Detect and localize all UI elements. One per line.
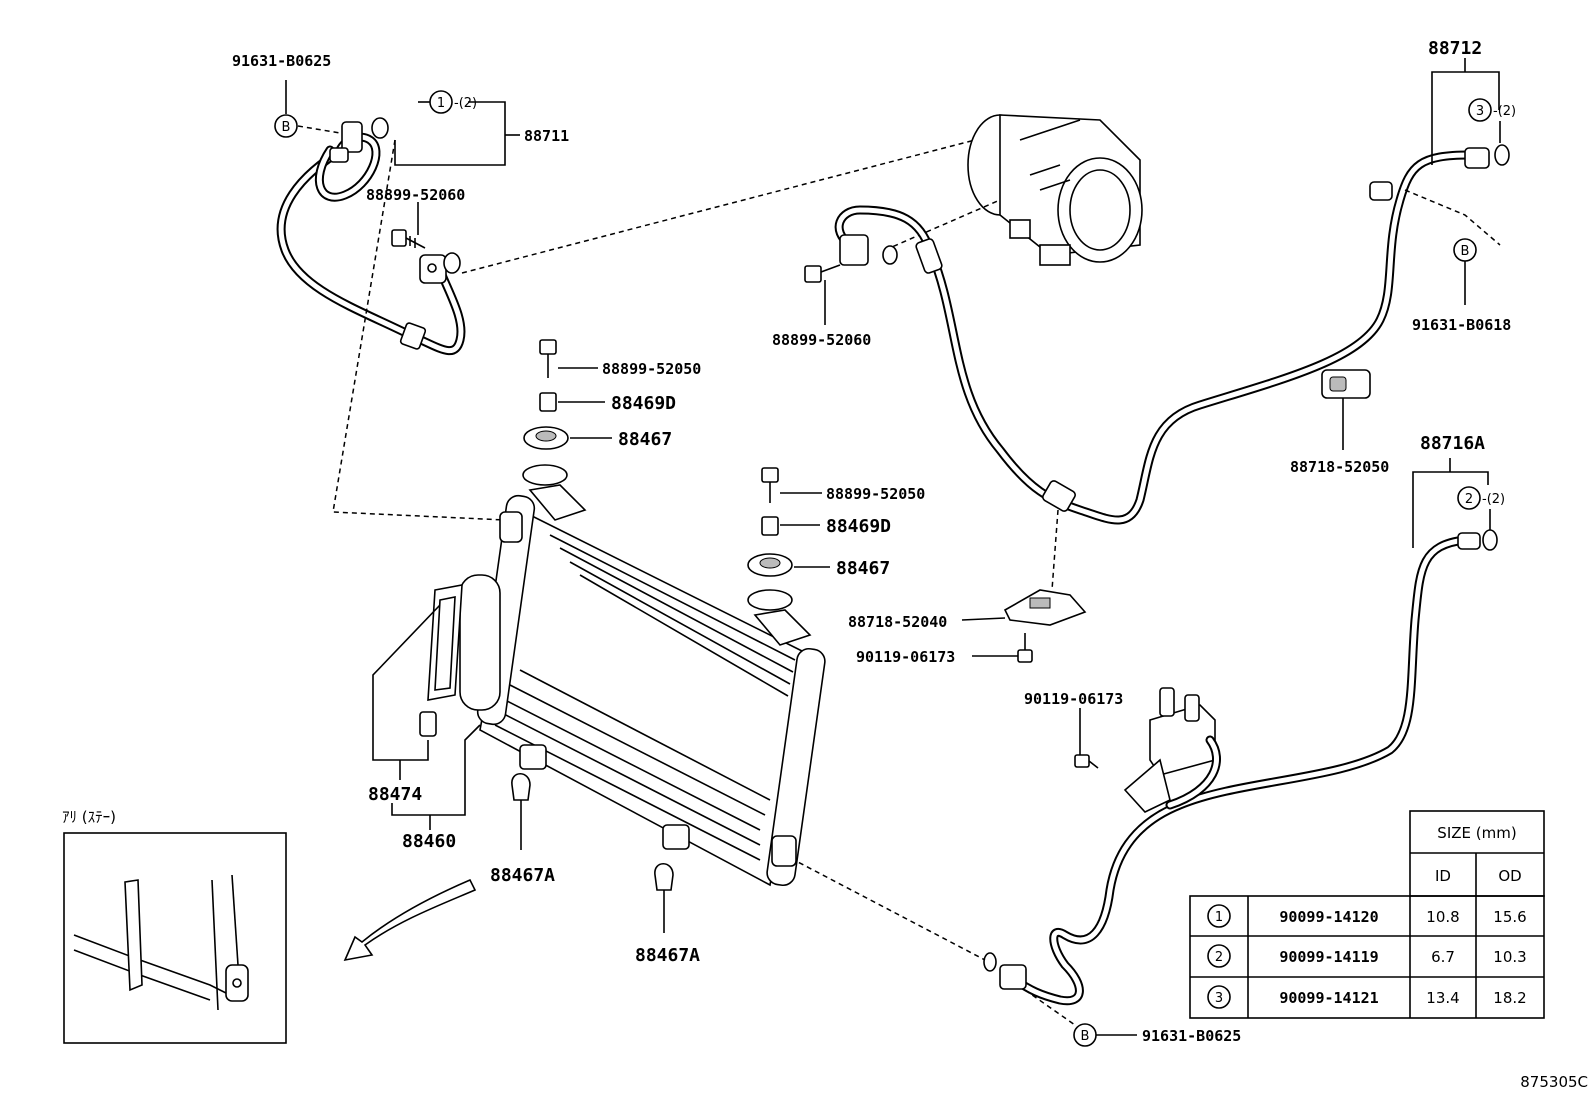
size-table-col-od: OD bbox=[1498, 867, 1521, 885]
ref-3-qty: -(2) bbox=[1493, 104, 1516, 119]
marker-2: 2 bbox=[1457, 486, 1481, 510]
size-table-title: SIZE (mm) bbox=[1437, 824, 1516, 842]
label-88718-52050: 88718-52050 bbox=[1290, 458, 1389, 476]
bolt-88899-52060-left bbox=[391, 229, 426, 249]
svg-text:B: B bbox=[282, 120, 291, 135]
svg-text:1: 1 bbox=[437, 96, 445, 111]
inset-caption: ｱﾘ (ｽﾃｰ) bbox=[62, 808, 116, 826]
cushion-88467a-b bbox=[654, 862, 674, 891]
size-table-mark: 2 bbox=[1215, 950, 1223, 965]
bolt-90119-06173-b bbox=[1074, 754, 1099, 769]
label-88467-a: 88467 bbox=[618, 429, 672, 450]
label-90119-06173-a: 90119-06173 bbox=[856, 648, 955, 666]
inset-frame bbox=[63, 832, 287, 1044]
gasket-seal bbox=[427, 584, 463, 701]
size-table-od: 18.2 bbox=[1493, 989, 1526, 1007]
size-table-id: 6.7 bbox=[1431, 948, 1455, 966]
size-table-part: 90099-14121 bbox=[1279, 989, 1378, 1007]
label-88469d-b: 88469D bbox=[826, 516, 891, 537]
label-88712: 88712 bbox=[1428, 38, 1482, 59]
label-88467a-b: 88467A bbox=[635, 945, 700, 966]
label-88711: 88711 bbox=[524, 127, 569, 145]
bolt-88899-52050-a bbox=[539, 339, 557, 378]
size-table-col-id: ID bbox=[1435, 867, 1451, 885]
clip-88474 bbox=[419, 711, 437, 737]
clamp-88718-52040 bbox=[1003, 589, 1087, 626]
svg-text:3: 3 bbox=[1476, 104, 1484, 119]
collar-88469d-a bbox=[539, 392, 557, 412]
label-91631-b0625-top: 91631-B0625 bbox=[232, 52, 331, 70]
drawing-code: 875305C bbox=[1520, 1073, 1588, 1091]
size-table: SIZE (mm) ID OD 1 90099-14120 10.8 15.6 … bbox=[1189, 810, 1545, 1019]
ref-2-qty: -(2) bbox=[1482, 492, 1505, 507]
collar-88469d-b bbox=[761, 516, 779, 536]
marker-3: 3 bbox=[1468, 98, 1492, 122]
clamp-88718-52050 bbox=[1321, 369, 1371, 399]
inset-detail bbox=[73, 874, 249, 1011]
cushion-88467a-a bbox=[511, 772, 531, 801]
ref-1-qty: -(2) bbox=[454, 96, 477, 111]
condenser-88460 bbox=[459, 494, 826, 887]
label-88474: 88474 bbox=[368, 784, 422, 805]
size-table-part: 90099-14119 bbox=[1279, 948, 1378, 966]
svg-text:2: 2 bbox=[1465, 492, 1473, 507]
discharge-hose-88711 bbox=[276, 121, 466, 355]
upper-mount-a bbox=[522, 464, 587, 521]
upper-mount-b bbox=[747, 589, 812, 646]
label-88899-52050-a: 88899-52050 bbox=[602, 360, 701, 378]
label-88460: 88460 bbox=[402, 831, 456, 852]
label-90119-06173-b: 90119-06173 bbox=[1024, 690, 1123, 708]
suction-pipe-88712 bbox=[834, 144, 1510, 525]
label-88467-b: 88467 bbox=[836, 558, 890, 579]
label-88718-52040: 88718-52040 bbox=[848, 613, 947, 631]
size-table-id: 10.8 bbox=[1426, 908, 1459, 926]
arrow-to-inset bbox=[343, 878, 477, 962]
label-91631-b0618: 91631-B0618 bbox=[1412, 316, 1511, 334]
bolt-88899-52050-b bbox=[761, 467, 779, 503]
svg-text:B: B bbox=[1081, 1029, 1090, 1044]
marker-b-bottom: B bbox=[1073, 1023, 1097, 1047]
bolt-90119-06173-a bbox=[1017, 633, 1033, 663]
label-88716a: 88716A bbox=[1420, 433, 1485, 454]
svg-text:B: B bbox=[1461, 244, 1470, 259]
bolt-88899-52060-mid bbox=[804, 264, 841, 283]
marker-1-top: 1 bbox=[429, 90, 453, 114]
label-91631-b0625-bottom: 91631-B0625 bbox=[1142, 1027, 1241, 1045]
label-88899-52050-b: 88899-52050 bbox=[826, 485, 925, 503]
compressor bbox=[967, 114, 1143, 266]
size-table-od: 10.3 bbox=[1493, 948, 1526, 966]
cushion-88467-a bbox=[523, 426, 569, 450]
label-88467a-a: 88467A bbox=[490, 865, 555, 886]
label-88899-52060-left: 88899-52060 bbox=[366, 186, 465, 204]
leader-88711 bbox=[394, 101, 506, 166]
size-table-part: 90099-14120 bbox=[1279, 908, 1378, 926]
label-88899-52060-mid: 88899-52060 bbox=[772, 331, 871, 349]
label-88469d-a: 88469D bbox=[611, 393, 676, 414]
cushion-88467-b bbox=[747, 553, 793, 577]
expansion-block bbox=[1123, 687, 1221, 813]
size-table-od: 15.6 bbox=[1493, 908, 1526, 926]
marker-b-top-left: B bbox=[274, 114, 298, 138]
o-ring-1-top bbox=[371, 117, 389, 139]
size-table-mark: 1 bbox=[1215, 910, 1223, 925]
marker-b-right: B bbox=[1453, 238, 1477, 262]
liquid-pipe-88716a bbox=[983, 529, 1498, 1006]
size-table-mark: 3 bbox=[1215, 991, 1223, 1006]
size-table-id: 13.4 bbox=[1426, 989, 1459, 1007]
